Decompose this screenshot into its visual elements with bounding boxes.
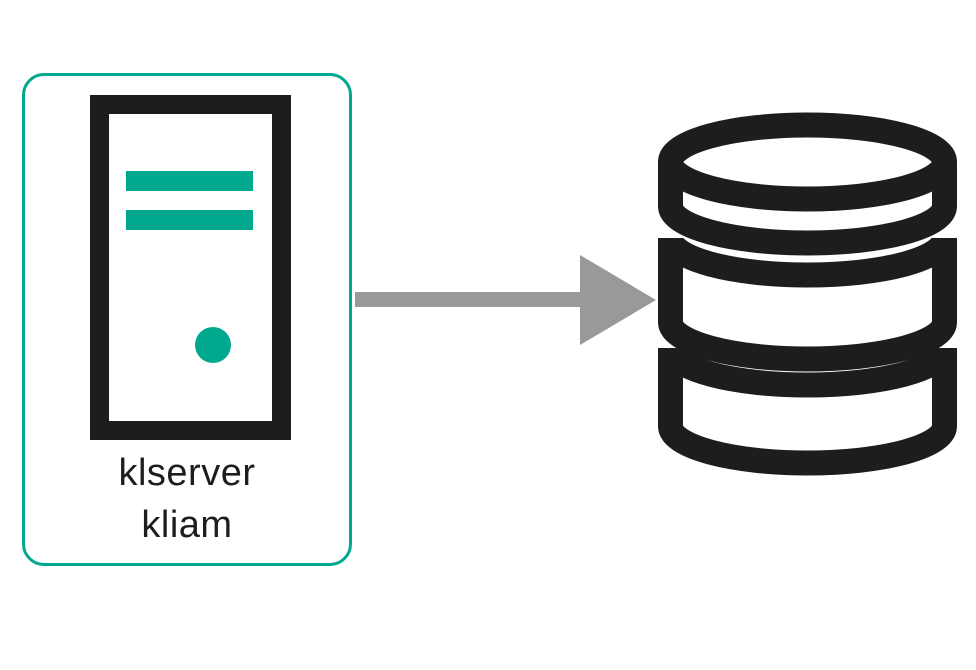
database-disk-3-body bbox=[658, 348, 957, 476]
arrow-head bbox=[580, 255, 656, 345]
server-node-label: klserver kliam bbox=[25, 447, 349, 551]
server-power-dot bbox=[195, 327, 231, 363]
server-led-bar-bottom bbox=[126, 210, 253, 230]
database-disk-1-body bbox=[658, 162, 957, 256]
arrow-shaft bbox=[355, 292, 587, 307]
database-disk-3-top bbox=[658, 346, 957, 398]
server-tower-icon bbox=[90, 95, 291, 440]
server-label-line-2: kliam bbox=[141, 504, 233, 546]
server-led-bar-top bbox=[126, 171, 253, 191]
database-disk-2-body bbox=[658, 238, 957, 372]
server-label-line-1: klserver bbox=[118, 452, 256, 494]
database-disk-1-top bbox=[658, 112, 957, 212]
arrow-right-icon bbox=[355, 255, 656, 345]
server-node-box: klserver kliam bbox=[22, 73, 352, 566]
database-icon bbox=[658, 112, 957, 476]
database-disk-2-top bbox=[658, 236, 957, 288]
